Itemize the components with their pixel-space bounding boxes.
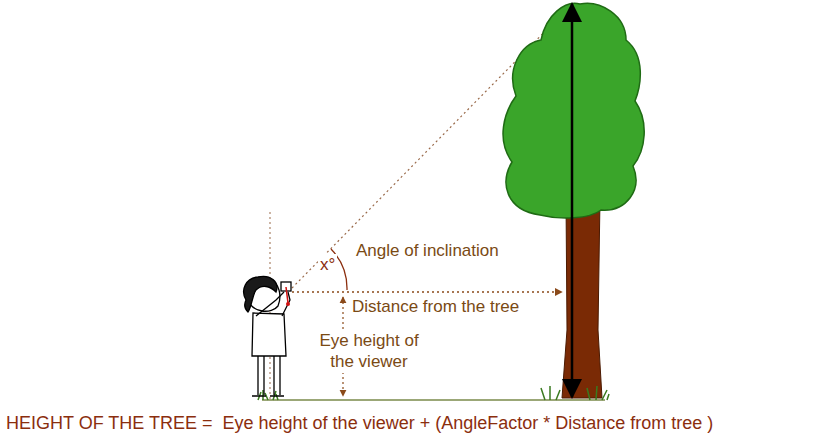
eye-line: [292, 291, 562, 292]
angle-label: Angle of inclination: [354, 240, 501, 261]
distance-label: Distance from the tree: [350, 296, 521, 317]
tree-trunk: [562, 198, 602, 398]
tree-crown: [503, 3, 644, 218]
formula-text: HEIGHT OF THE TREE = Eye height of the v…: [4, 412, 715, 435]
clinometer-bob: [286, 302, 290, 306]
tree-height-arrow: [571, 4, 574, 397]
angle-symbol: x°: [318, 254, 337, 275]
viewer-figure: [244, 276, 291, 396]
clinometer-plumb: [286, 287, 288, 303]
grass: [258, 386, 609, 400]
ground-line: [262, 399, 605, 401]
eye-height-label: Eye height of the viewer: [306, 330, 432, 373]
